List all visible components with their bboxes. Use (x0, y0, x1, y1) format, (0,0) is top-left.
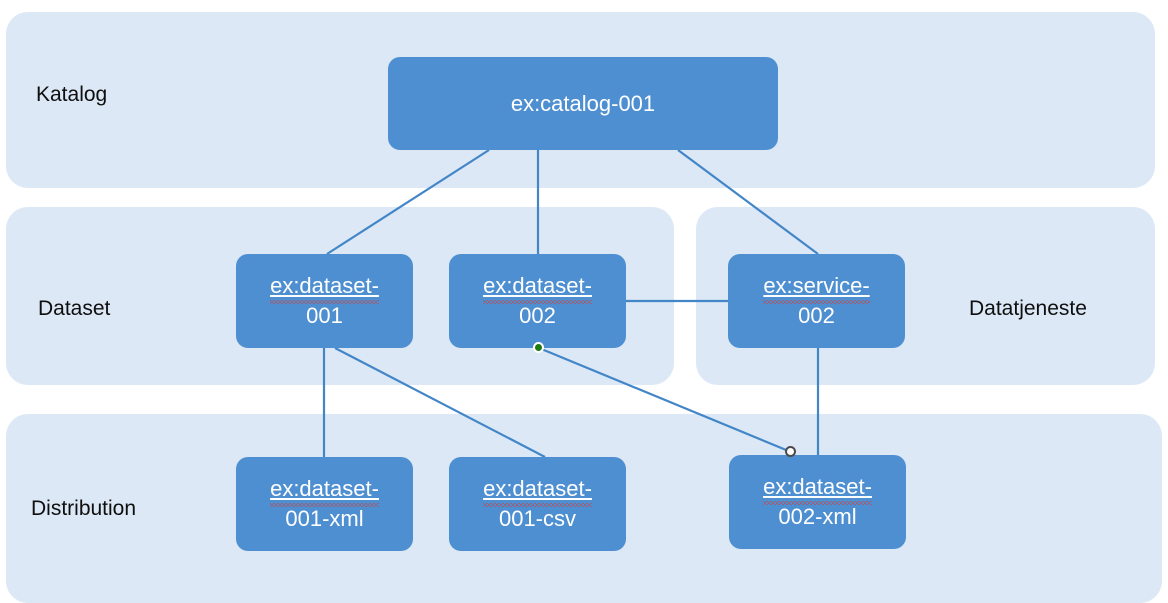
node-label: ex:dataset- 001-xml (242, 474, 407, 534)
node-dataset-001[interactable]: ex:dataset- 001 (236, 254, 413, 348)
node-label: ex:dataset- 002 (455, 271, 620, 331)
node-service-002[interactable]: ex:service- 002 (728, 254, 905, 348)
node-label-lead: ex:dataset- (270, 476, 379, 501)
edge-target-handle-dataset-002-xml[interactable] (785, 446, 796, 457)
node-label-rest: 002 (519, 303, 556, 328)
node-label: ex:catalog-001 (394, 89, 772, 119)
node-label: ex:dataset- 001 (242, 271, 407, 331)
node-label: ex:dataset- 002-xml (735, 472, 900, 532)
node-dataset-001-csv[interactable]: ex:dataset- 001-csv (449, 457, 626, 551)
node-catalog-001[interactable]: ex:catalog-001 (388, 57, 778, 150)
node-label-rest: 001-csv (498, 506, 577, 531)
node-label-lead: ex:dataset- (483, 273, 592, 298)
node-label: ex:dataset- 001-csv (455, 474, 620, 534)
node-label-rest: 002-xml (778, 504, 857, 529)
lane-label-distribution: Distribution (31, 497, 137, 520)
node-label-lead: ex:dataset- (763, 474, 872, 499)
edge-source-handle-dataset-002[interactable] (533, 342, 544, 353)
node-dataset-002[interactable]: ex:dataset- 002 (449, 254, 626, 348)
node-label-rest: 001-xml (285, 506, 364, 531)
node-label-text: ex:catalog-001 (510, 90, 656, 116)
lane-label-datatjeneste: Datatjeneste (969, 297, 1087, 320)
lane-label-katalog: Katalog (36, 83, 108, 106)
node-dataset-002-xml[interactable]: ex:dataset- 002-xml (729, 455, 906, 549)
node-label-lead: ex:service- (763, 273, 870, 298)
node-label: ex:service- 002 (734, 271, 899, 331)
node-label-rest: 002 (798, 303, 835, 328)
node-label-lead: ex:dataset- (483, 476, 592, 501)
lane-label-dataset: Dataset (38, 297, 111, 320)
node-label-lead: ex:dataset- (270, 273, 379, 298)
node-dataset-001-xml[interactable]: ex:dataset- 001-xml (236, 457, 413, 551)
node-label-rest: 001 (306, 303, 343, 328)
